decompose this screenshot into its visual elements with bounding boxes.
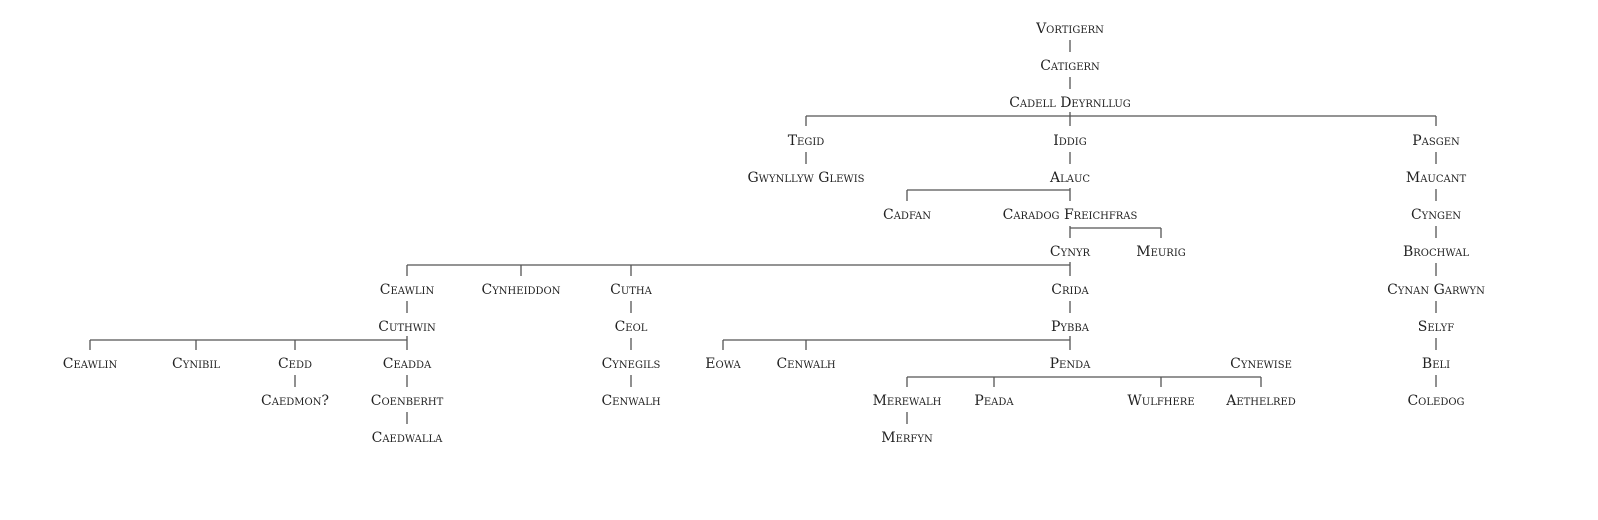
- person-wulfhere: Wulfhere: [1127, 393, 1194, 409]
- person-meurig: Meurig: [1136, 244, 1186, 260]
- person-caedwalla: Caedwalla: [372, 430, 444, 446]
- person-ceadda: Ceadda: [383, 356, 432, 372]
- person-caedmon: Caedmon?: [261, 393, 329, 409]
- person-pasgen: Pasgen: [1412, 133, 1460, 149]
- person-peada: Peada: [974, 393, 1014, 409]
- person-ceawlin-son: Ceawlin: [63, 356, 118, 372]
- person-penda: Penda: [1050, 356, 1091, 372]
- person-aethelred: Aethelred: [1225, 393, 1296, 409]
- person-vortigern: Vortigern: [1035, 21, 1104, 37]
- person-caradog: Caradog Freichfras: [1003, 207, 1138, 223]
- person-cynewise: Cynewise: [1230, 356, 1292, 372]
- person-ceol: Ceol: [615, 319, 648, 335]
- person-cynyr: Cynyr: [1050, 244, 1091, 260]
- person-cynheiddon: Cynheiddon: [481, 282, 560, 298]
- person-cenwalh: Cenwalh: [776, 356, 835, 372]
- person-cynegils: Cynegils: [602, 356, 661, 372]
- person-merfyn: Merfyn: [881, 430, 933, 446]
- person-crida: Crida: [1051, 282, 1089, 298]
- person-ceawlin: Ceawlin: [380, 282, 435, 298]
- person-coenberht: Coenberht: [371, 393, 444, 409]
- tree-connectors: [89, 40, 1437, 424]
- person-catigern: Catigern: [1040, 58, 1100, 74]
- person-cedd: Cedd: [278, 356, 312, 372]
- person-alauc: Alauc: [1049, 170, 1090, 186]
- person-cadell: Cadell Deyrnllug: [1009, 95, 1131, 111]
- person-tegid: Tegid: [788, 133, 825, 149]
- person-brochwal: Brochwal: [1403, 244, 1469, 260]
- person-merewalh: Merewalh: [873, 393, 942, 409]
- person-maucant: Maucant: [1406, 170, 1467, 186]
- person-cynibil: Cynibil: [172, 356, 220, 372]
- person-cutha: Cutha: [610, 282, 653, 298]
- person-eowa: Eowa: [705, 356, 741, 372]
- person-pybba: Pybba: [1051, 319, 1090, 335]
- person-selyf: Selyf: [1418, 319, 1454, 335]
- person-beli: Beli: [1422, 356, 1450, 372]
- person-cyngen: Cyngen: [1411, 207, 1461, 223]
- person-gwynllyw: Gwynllyw Glewis: [748, 170, 865, 186]
- person-cenwalh-son: Cenwalh: [601, 393, 660, 409]
- person-iddig: Iddig: [1053, 133, 1087, 149]
- person-cynan: Cynan Garwyn: [1387, 282, 1485, 298]
- person-cadfan: Cadfan: [883, 207, 931, 223]
- person-coledog: Coledog: [1407, 393, 1464, 409]
- person-cuthwin: Cuthwin: [378, 319, 436, 335]
